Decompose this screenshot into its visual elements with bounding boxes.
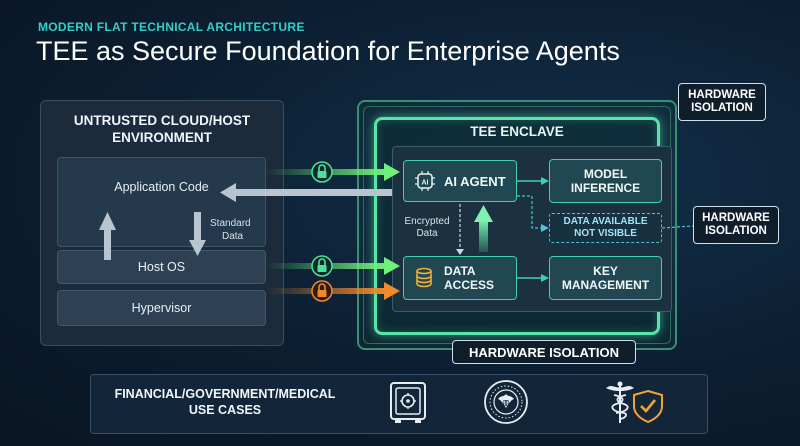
agent-to-model-connector [517, 177, 549, 185]
app-to-os-down-arrow [189, 212, 206, 256]
ai-agent-node: AI AI AGENT [403, 160, 517, 202]
standard-data-label: Standard Data [210, 217, 251, 243]
government-seal-icon [484, 380, 528, 424]
host-os-label: Host OS [137, 260, 186, 274]
standard-data-line2: Data [222, 231, 244, 242]
database-icon [416, 267, 432, 288]
model-inference-line2: INFERENCE [570, 181, 641, 195]
diagram-subtitle: MODERN FLAT TECHNICAL ARCHITECTURE [38, 20, 305, 34]
data-access-line2: ACCESS [444, 278, 495, 292]
data-access-node: DATA ACCESS [403, 256, 517, 300]
hypervisor-label: Hypervisor [131, 301, 192, 315]
hypervisor-channel-arrow [266, 282, 400, 300]
use-cases-label: FINANCIAL/GOVERNMENT/MEDICAL USE CASES [100, 386, 350, 418]
data-access-line1: DATA [444, 264, 476, 278]
encrypted-data-label: Encrypted Data [398, 216, 456, 240]
encrypted-data-line1: Encrypted [404, 216, 450, 227]
model-inference-node: MODEL INFERENCE [549, 159, 662, 203]
key-management-node: KEY MANAGEMENT [549, 256, 662, 300]
hardware-isolation-badge-top: HARDWARE ISOLATION [678, 83, 766, 121]
isolation-connector [661, 225, 694, 229]
untrusted-title-line1: UNTRUSTED CLOUD/HOST [73, 113, 251, 128]
data-access-text: DATA ACCESS [444, 264, 494, 292]
svg-text:AI: AI [422, 180, 429, 187]
untrusted-title-line2: ENVIRONMENT [112, 130, 212, 145]
untrusted-environment-title: UNTRUSTED CLOUD/HOST ENVIRONMENT [40, 112, 284, 146]
hardware-isolation-badge-right: HARDWARE ISOLATION [693, 206, 779, 244]
data-available-line1: DATA AVAILABLE [563, 216, 648, 227]
use-cases-line2: USE CASES [188, 403, 262, 417]
application-code-box [57, 157, 266, 247]
use-cases-line1: FINANCIAL/GOVERNMENT/MEDICAL [114, 387, 336, 401]
data-available-not-visible-box: DATA AVAILABLE NOT VISIBLE [549, 213, 662, 243]
hw-bottom-label: HARDWARE ISOLATION [469, 344, 619, 360]
ai-agent-label: AI AGENT [444, 173, 506, 189]
model-inference-line1: MODEL [583, 167, 628, 181]
app-to-os-up-arrow [99, 212, 116, 260]
data-to-agent-up-arrow [474, 205, 493, 252]
lock-icon [311, 161, 333, 183]
tee-enclave-title: TEE ENCLAVE [470, 124, 564, 139]
ai-chip-icon: AI [415, 171, 435, 191]
hw-right-line2: ISOLATION [705, 225, 767, 237]
use-cases-panel [90, 374, 708, 434]
data-to-key-connector [517, 274, 549, 282]
host-os-layer: Host OS [57, 250, 266, 284]
hardware-isolation-badge-bottom: HARDWARE ISOLATION [452, 340, 636, 364]
secure-channel-arrow-data [266, 257, 400, 275]
hw-top-line1: HARDWARE [688, 89, 756, 101]
output-arrow-to-app [220, 183, 392, 202]
medical-shield-icon [606, 381, 663, 424]
standard-data-line1: Standard [210, 218, 251, 229]
application-code-label: Application Code [114, 180, 209, 194]
encrypted-data-line2: Data [416, 228, 438, 239]
key-management-line1: KEY [593, 264, 618, 278]
diagram-title: TEE as Secure Foundation for Enterprise … [36, 36, 620, 66]
agent-to-data-available-connector [517, 195, 549, 232]
lock-icon [311, 255, 333, 277]
safe-icon [390, 382, 426, 423]
data-available-line2: NOT VISIBLE [574, 228, 637, 239]
hypervisor-layer: Hypervisor [57, 290, 266, 326]
lock-icon-warning [311, 280, 333, 302]
key-management-line2: MANAGEMENT [561, 278, 650, 292]
hw-top-line2: ISOLATION [691, 102, 753, 114]
hw-right-line1: HARDWARE [702, 212, 770, 224]
secure-channel-arrow-agent [266, 163, 400, 181]
encrypted-data-arrow [456, 204, 464, 255]
